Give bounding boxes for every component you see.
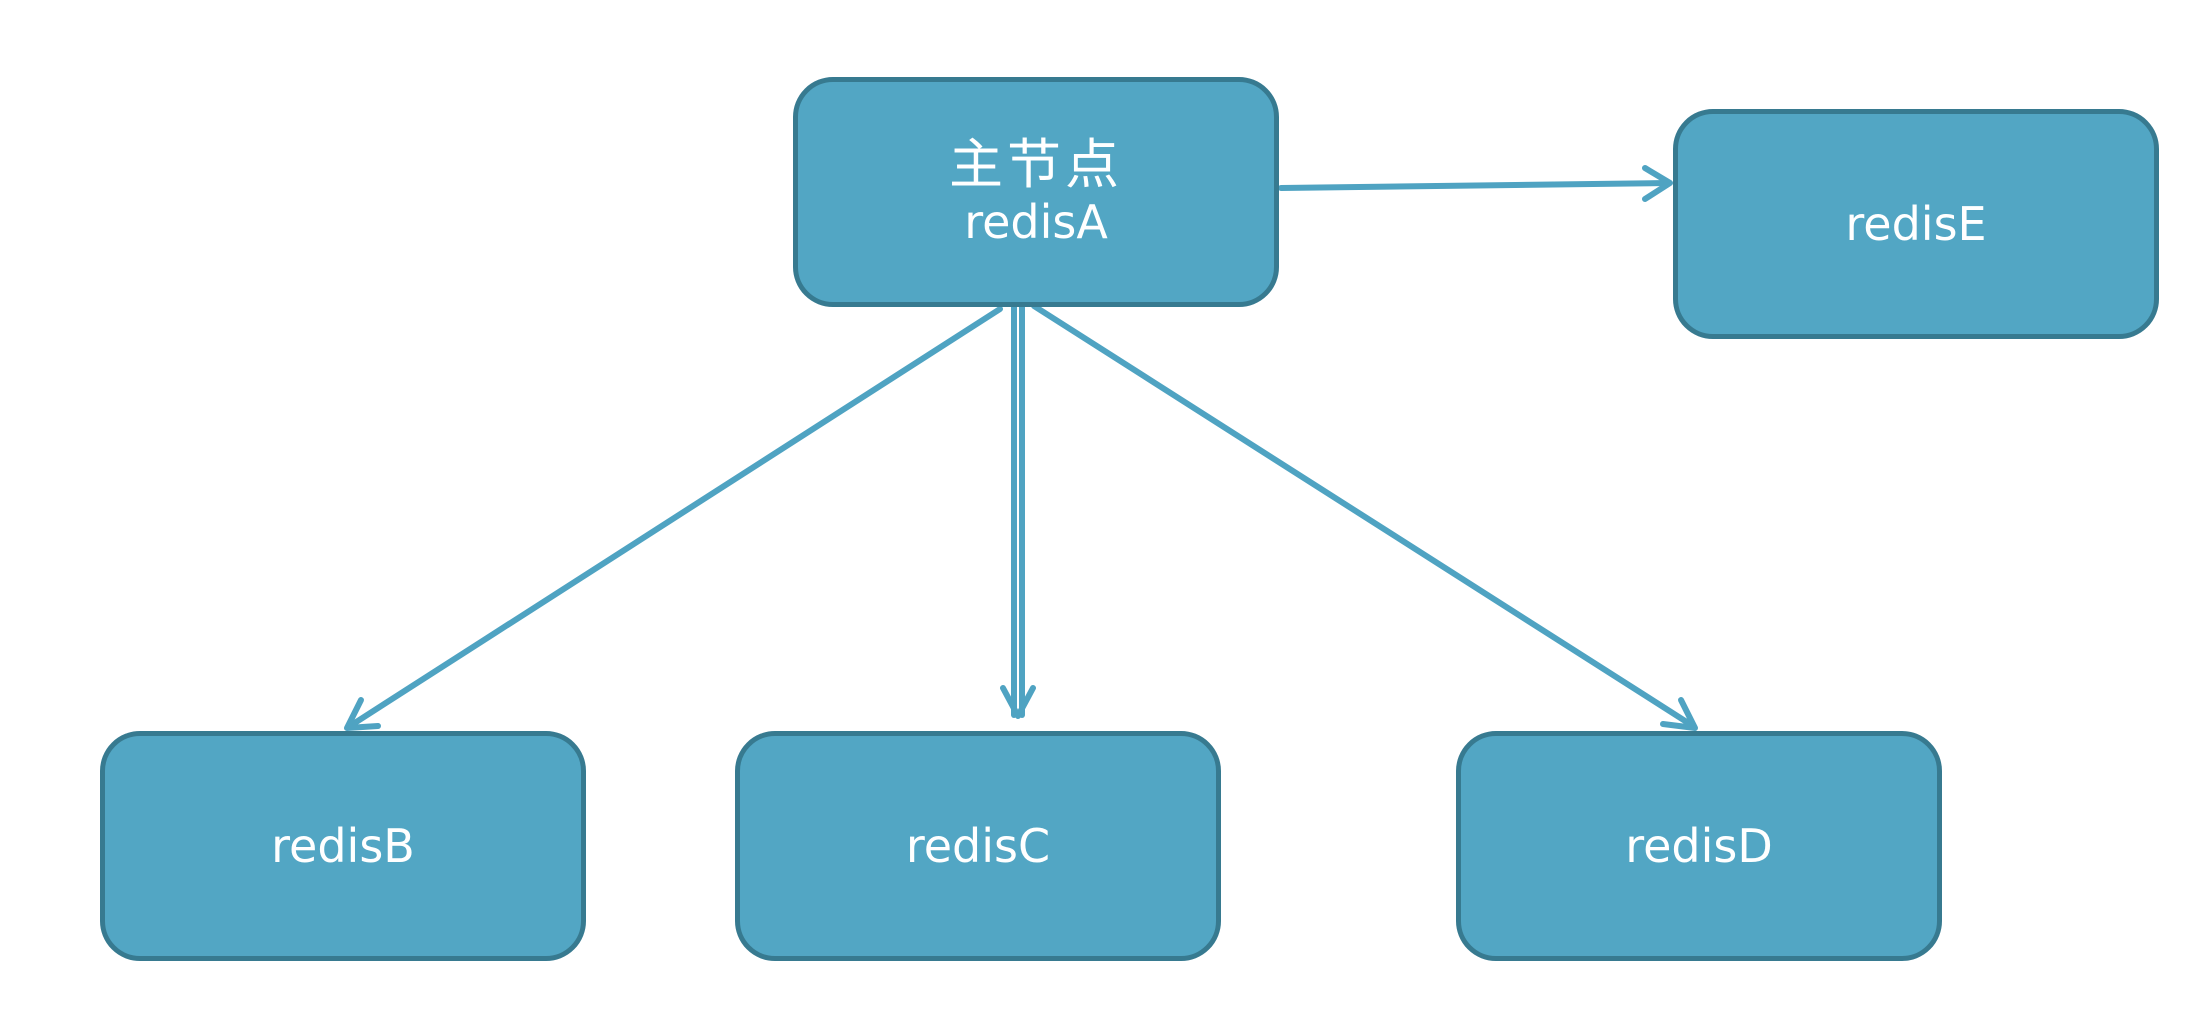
node-redis-b: redisB — [100, 731, 586, 961]
edge-a-to-e-arrowhead — [1642, 165, 1673, 202]
edge-a-to-d-arrowhead — [1660, 697, 1698, 731]
node-a-label: redisA — [964, 195, 1108, 250]
edge-a-to-b-arrowhead — [344, 697, 381, 731]
node-redis-a-master: 主节点 redisA — [793, 77, 1279, 307]
edge-a-to-e — [1278, 180, 1671, 191]
node-redis-d: redisD — [1456, 731, 1942, 961]
node-e-label: redisE — [1845, 196, 1987, 251]
node-redis-e: redisE — [1673, 109, 2159, 339]
node-d-label: redisD — [1625, 818, 1773, 873]
edge-a-to-b — [347, 306, 1003, 729]
edge-a-to-d — [1031, 303, 1696, 729]
node-a-title: 主节点 — [949, 132, 1123, 196]
node-b-label: redisB — [271, 818, 415, 873]
node-redis-c: redisC — [735, 731, 1221, 961]
edge-a-to-c-arrowhead — [1000, 685, 1036, 719]
node-c-label: redisC — [905, 818, 1051, 873]
